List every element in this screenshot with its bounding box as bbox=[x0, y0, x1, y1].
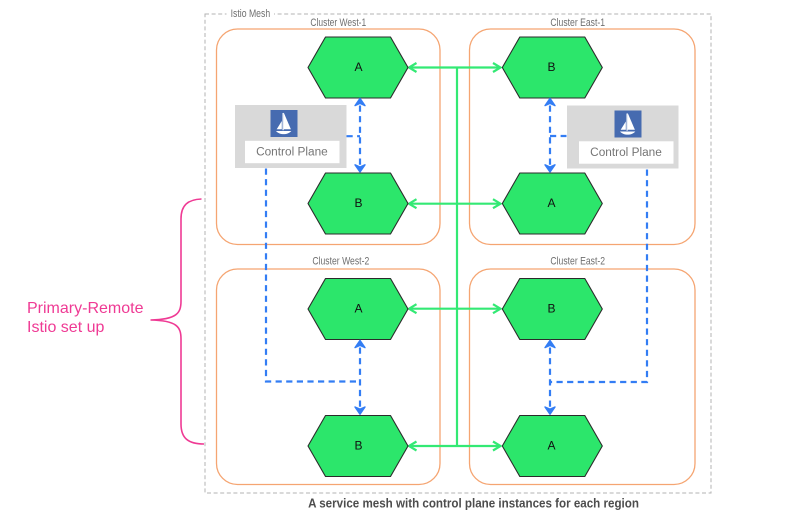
svg-text:Control Plane: Control Plane bbox=[590, 145, 662, 159]
svg-text:A service mesh with control pl: A service mesh with control plane instan… bbox=[308, 496, 639, 511]
svg-text:Istio set up: Istio set up bbox=[27, 319, 104, 336]
svg-text:Cluster East-2: Cluster East-2 bbox=[550, 256, 605, 268]
svg-text:B: B bbox=[547, 301, 555, 315]
svg-text:Cluster East-1: Cluster East-1 bbox=[550, 17, 605, 29]
svg-text:Cluster West-2: Cluster West-2 bbox=[312, 256, 369, 268]
svg-text:Primary-Remote: Primary-Remote bbox=[27, 300, 144, 317]
svg-text:A: A bbox=[547, 196, 555, 210]
svg-text:B: B bbox=[354, 196, 362, 210]
svg-text:B: B bbox=[354, 438, 362, 452]
svg-text:A: A bbox=[354, 60, 362, 74]
svg-text:Control Plane: Control Plane bbox=[256, 144, 328, 158]
svg-text:A: A bbox=[354, 301, 362, 315]
svg-text:A: A bbox=[547, 438, 555, 452]
svg-text:Istio Mesh: Istio Mesh bbox=[231, 8, 271, 20]
svg-text:Cluster West-1: Cluster West-1 bbox=[310, 17, 366, 29]
svg-text:B: B bbox=[547, 60, 555, 74]
